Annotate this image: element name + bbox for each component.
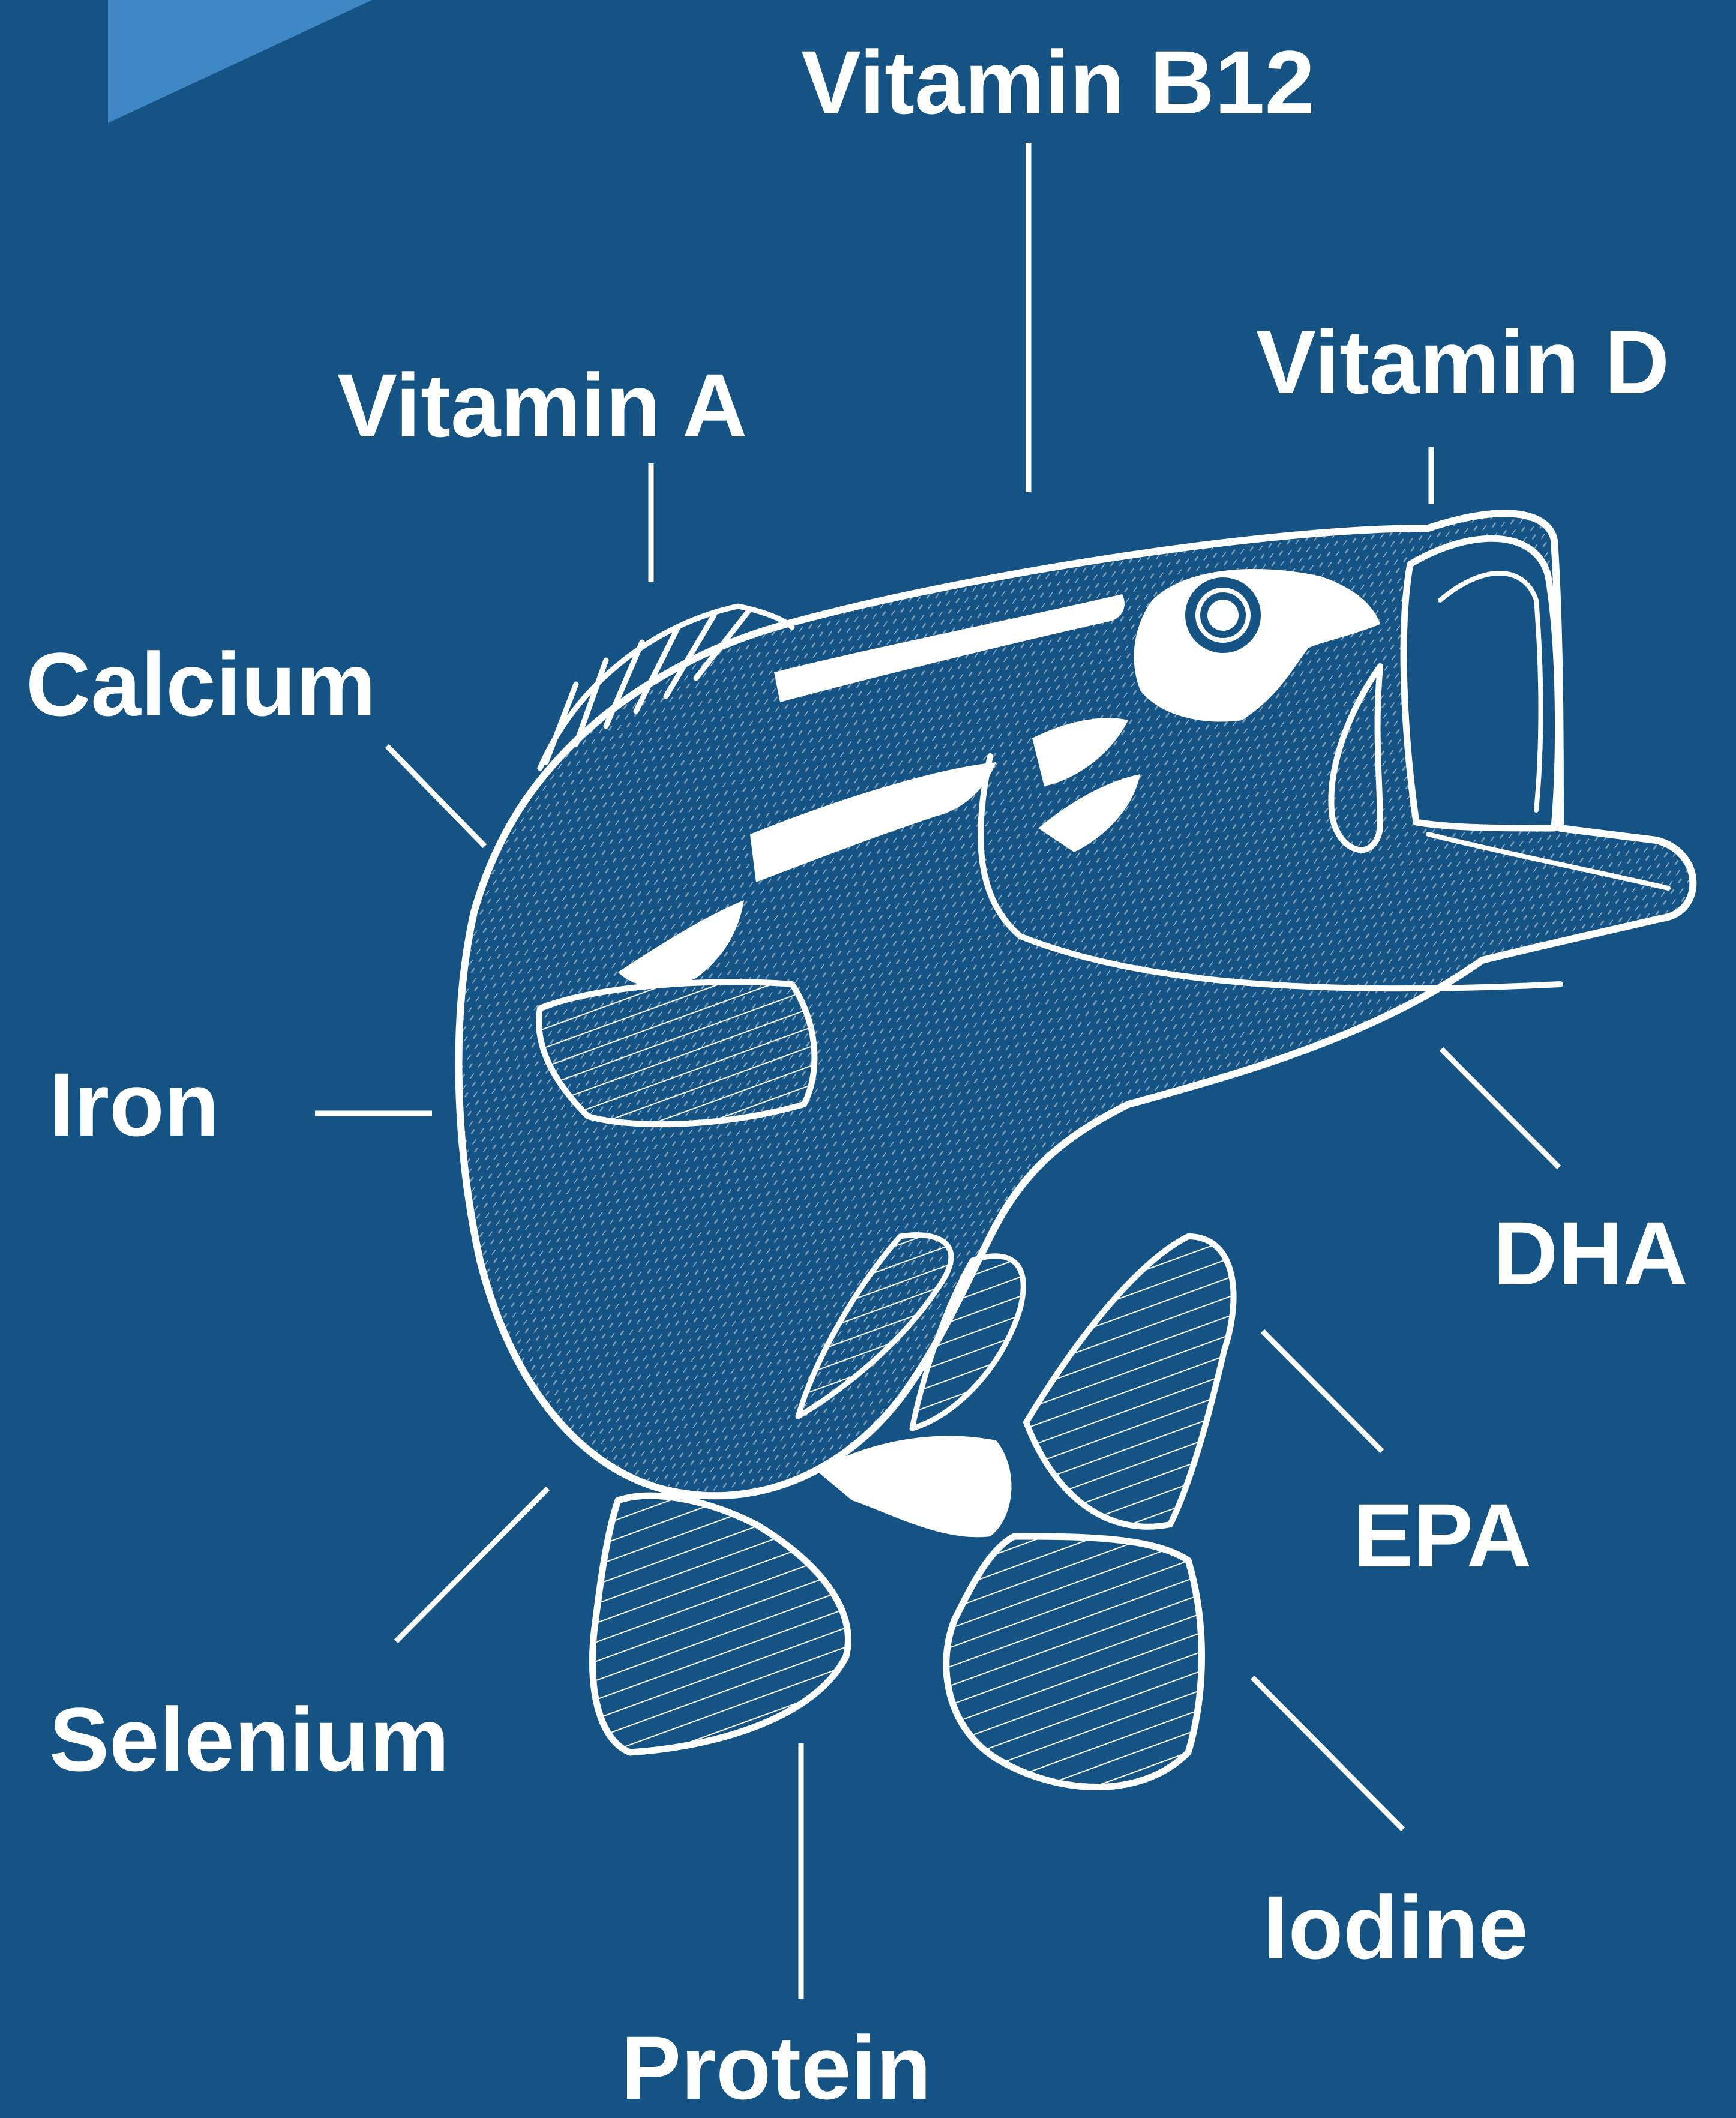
leader-selenium (396, 1488, 548, 1641)
leader-calcium (387, 746, 485, 846)
leader-epa (1263, 1331, 1382, 1451)
label-selenium: Selenium (49, 1694, 449, 1784)
leader-iodine (1252, 1677, 1403, 1829)
label-protein: Protein (621, 2023, 931, 2113)
label-calcium: Calcium (26, 639, 376, 729)
label-vitamin-d: Vitamin D (1256, 317, 1669, 407)
label-iron: Iron (49, 1059, 219, 1149)
label-vitamin-a: Vitamin A (337, 360, 748, 450)
label-iodine: Iodine (1263, 1882, 1528, 1972)
label-epa: EPA (1353, 1490, 1531, 1580)
label-dha: DHA (1493, 1208, 1688, 1298)
leader-dha (1441, 1049, 1559, 1167)
label-vitamin-b12: Vitamin B12 (801, 37, 1315, 127)
